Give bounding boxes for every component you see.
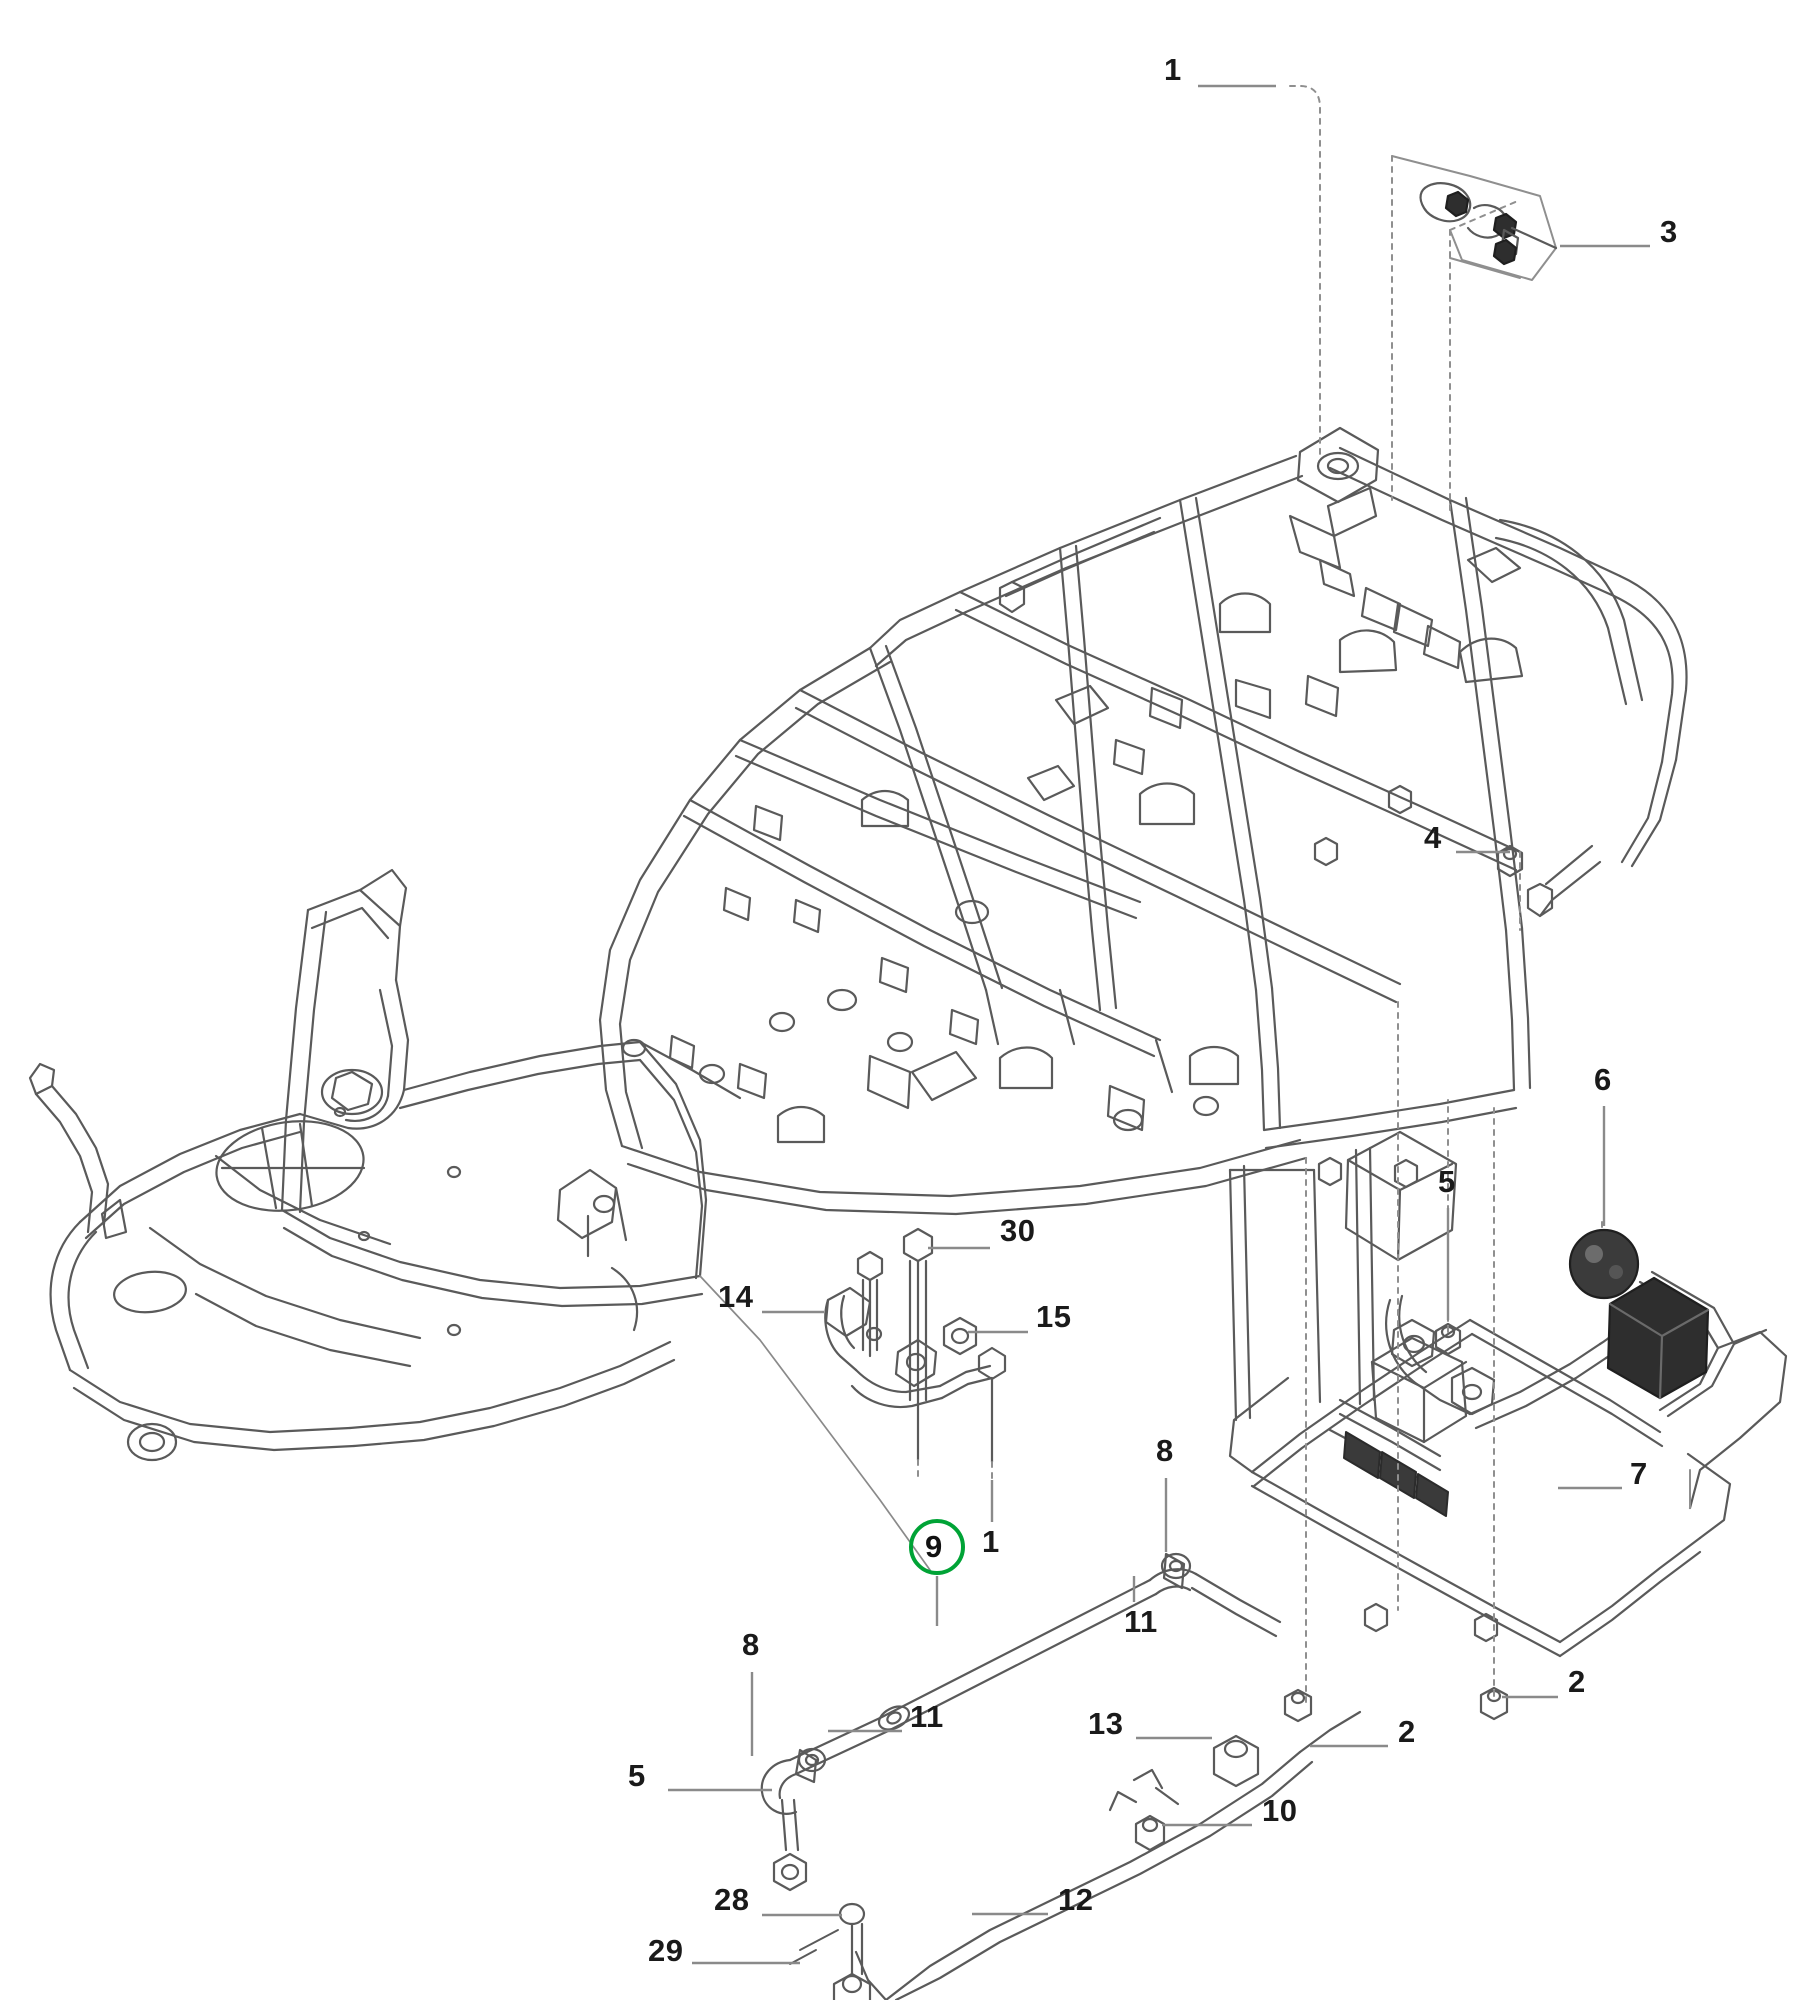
callout-2-center[interactable]: 2 [1398, 1714, 1416, 1749]
callout-30[interactable]: 30 [1000, 1213, 1036, 1248]
callout-5-lower[interactable]: 5 [628, 1758, 646, 1793]
callout-8-left[interactable]: 8 [742, 1627, 760, 1662]
callout-5-upper[interactable]: 5 [1438, 1164, 1456, 1199]
callout-1-mid[interactable]: 1 [982, 1524, 1000, 1559]
callout-13[interactable]: 13 [1088, 1706, 1124, 1741]
callout-14[interactable]: 14 [718, 1279, 754, 1314]
callout-28[interactable]: 28 [714, 1882, 750, 1917]
callout-7[interactable]: 7 [1630, 1456, 1648, 1491]
callout-6[interactable]: 6 [1594, 1062, 1612, 1097]
callout-4[interactable]: 4 [1424, 820, 1442, 855]
callout-2-right[interactable]: 2 [1568, 1664, 1586, 1699]
callout-12[interactable]: 12 [1058, 1882, 1094, 1917]
callout-9-highlighted[interactable]: 9 [925, 1529, 943, 1564]
callout-8-right[interactable]: 8 [1156, 1433, 1174, 1468]
callout-1-top[interactable]: 1 [1164, 52, 1182, 87]
callout-11-right[interactable]: 11 [1124, 1604, 1158, 1639]
callout-3[interactable]: 3 [1660, 214, 1678, 249]
callout-29[interactable]: 29 [648, 1933, 684, 1968]
callout-10[interactable]: 10 [1262, 1793, 1298, 1828]
callout-11-left[interactable]: 11 [910, 1699, 944, 1734]
callout-15[interactable]: 15 [1036, 1299, 1072, 1334]
